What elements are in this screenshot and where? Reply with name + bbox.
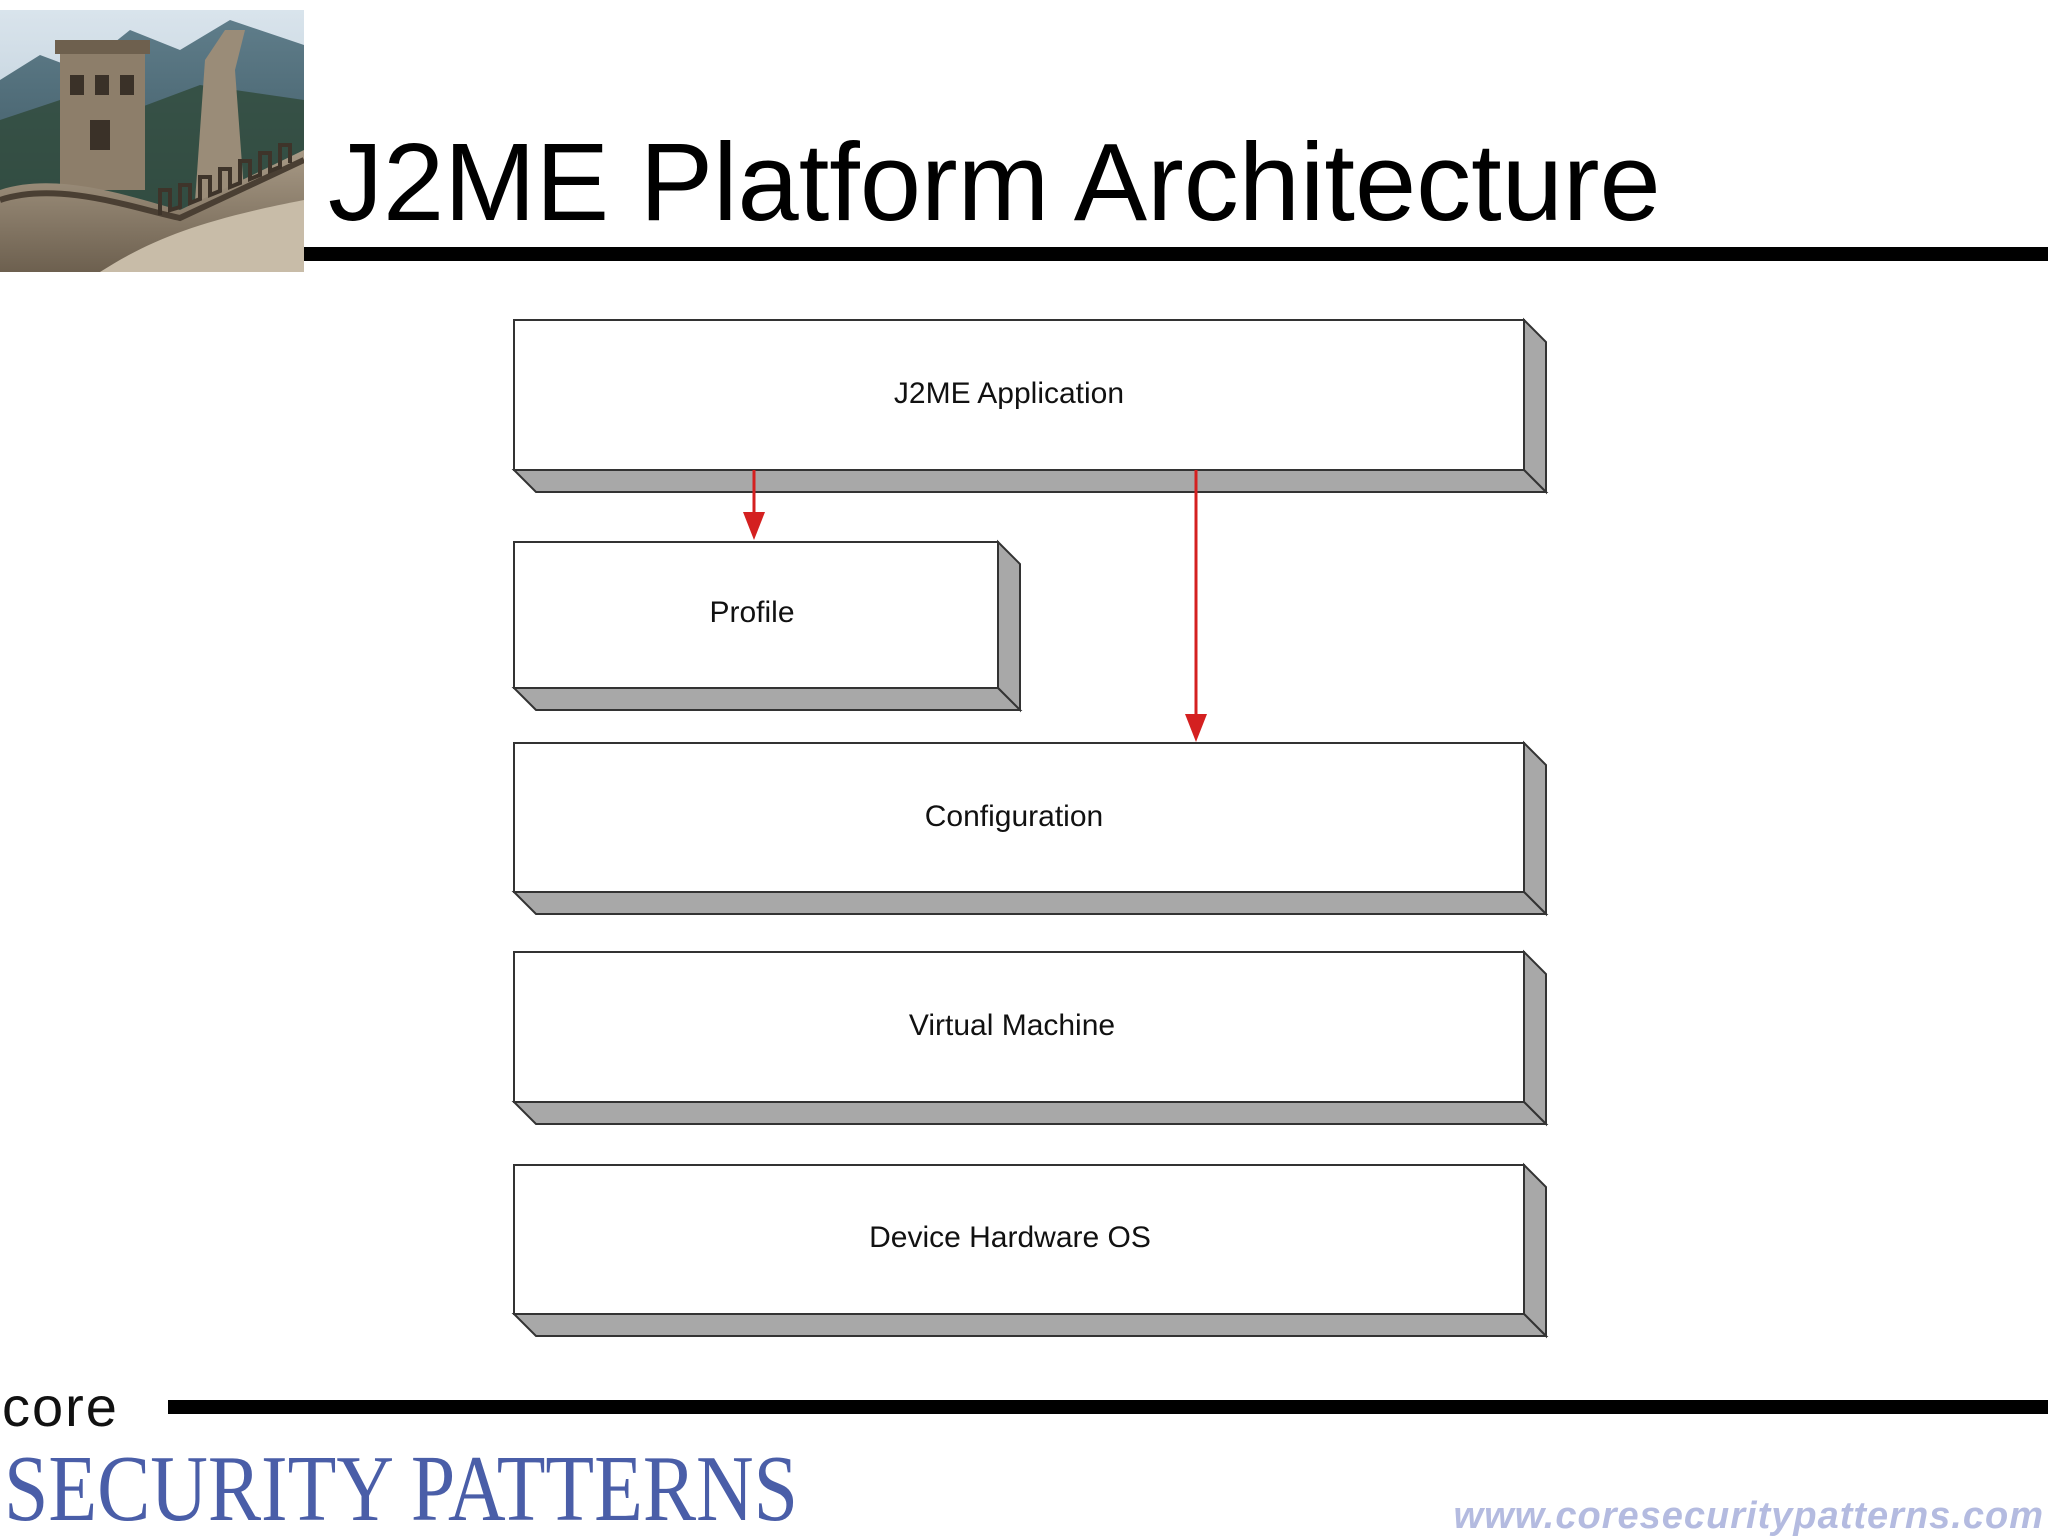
great-wall-photo [0, 10, 304, 272]
layer-label: Virtual Machine [909, 1009, 1115, 1042]
arrow-application-to-configuration [1185, 470, 1207, 742]
layer-label: Configuration [925, 800, 1103, 833]
page-title: J2ME Platform Architecture [328, 121, 1661, 244]
core-security-patterns-logo: core SECURITY PATTERNS [2, 1375, 798, 1534]
layer-profile: Profile [511, 539, 1023, 713]
website-url[interactable]: www.coresecuritypatterns.com [1453, 1495, 2044, 1537]
layer-virtual-machine: Virtual Machine [511, 949, 1549, 1127]
footer-rule [168, 1400, 2048, 1414]
footer: core SECURITY PATTERNS [2, 1375, 2048, 1534]
layer-j2me-application: J2ME Application [511, 317, 1549, 495]
logo-main-text: SECURITY PATTERNS [4, 1437, 798, 1534]
layer-label: Device Hardware OS [869, 1221, 1151, 1254]
layer-label: J2ME Application [894, 377, 1124, 410]
layer-device-hardware-os: Device Hardware OS [511, 1162, 1549, 1339]
layer-configuration: Configuration [511, 740, 1549, 917]
logo-core-text: core [2, 1375, 119, 1438]
layer-label: Profile [709, 596, 794, 629]
arrow-application-to-profile [743, 470, 765, 540]
header-rule [304, 247, 2048, 261]
architecture-diagram: J2ME Application Profile Configuration V… [511, 317, 1549, 1339]
